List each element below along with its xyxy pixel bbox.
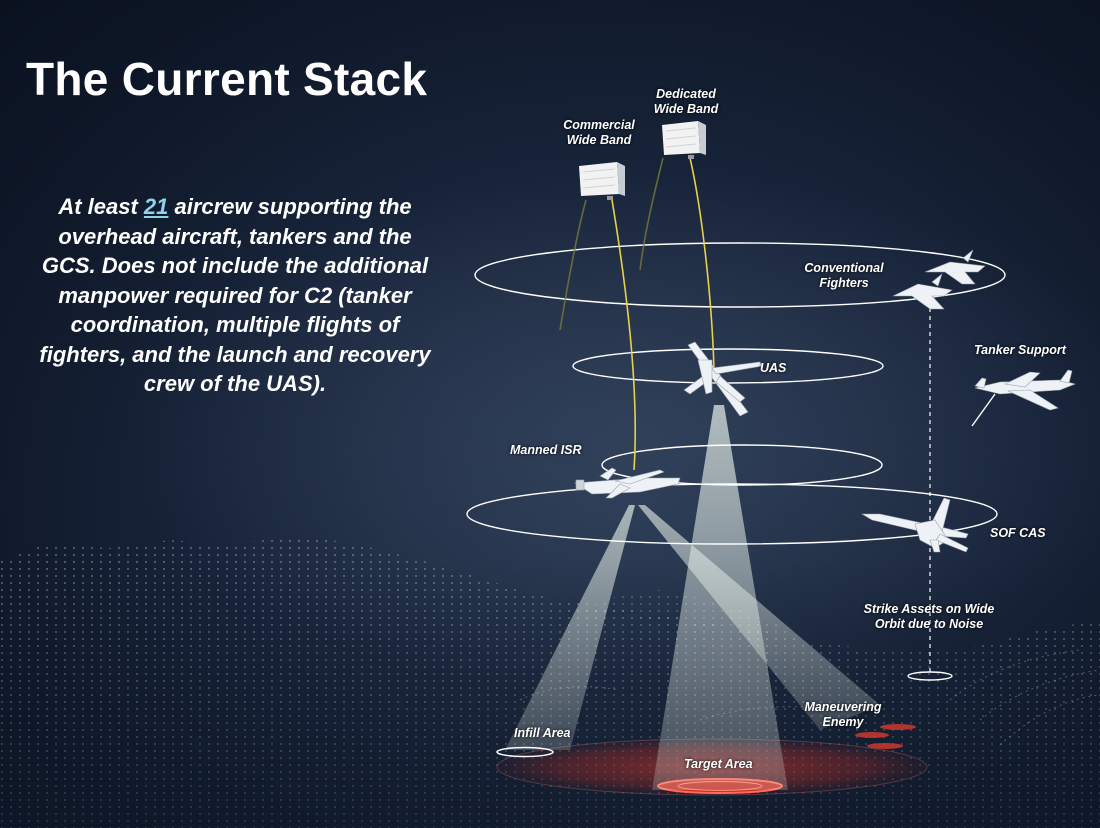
label-tanker-support: Tanker Support	[974, 343, 1066, 357]
uas-beam	[652, 405, 788, 790]
satellite-icon	[579, 162, 625, 200]
link-dedicated-uas	[689, 157, 715, 371]
link-commercial-isr	[611, 199, 636, 471]
label-conventional-fighters: Conventional Fighters	[804, 261, 884, 290]
label-strike-assets: Strike Assets on Wide Orbit due to Noise	[863, 602, 995, 631]
isr-beam-infill	[505, 505, 635, 750]
fighter-jet-icon	[892, 249, 986, 310]
orbit-isr-outer	[466, 483, 998, 545]
label-uas: UAS	[760, 361, 787, 375]
slide-title: The Current Stack	[26, 53, 428, 105]
orbit-fighters	[474, 242, 1006, 308]
isr-aircraft-icon	[574, 467, 681, 499]
label-maneuvering-enemy: Maneuvering Enemy	[804, 700, 882, 729]
body-text-prefix: At least	[58, 194, 144, 219]
label-sof-cas: SOF CAS	[990, 526, 1046, 540]
satellite-icon	[662, 121, 706, 159]
tanker-aircraft-icon	[971, 369, 1076, 427]
cargo-aircraft-icon	[860, 497, 969, 553]
body-text-suffix: aircrew supporting the overhead aircraft…	[39, 194, 431, 396]
label-target-area: Target Area	[684, 757, 753, 771]
orbit-isr-inner	[601, 444, 883, 486]
drone-icon	[683, 341, 763, 417]
label-dedicated-wide-band: Dedicated Wide Band	[653, 87, 719, 116]
label-manned-isr: Manned ISR	[510, 443, 582, 457]
aircrew-count: 21	[143, 194, 169, 219]
label-commercial-wide-band: Commercial Wide Band	[563, 118, 635, 147]
body-text: At least 21 aircrew supporting the overh…	[30, 192, 440, 399]
label-infill-area: Infill Area	[514, 726, 571, 740]
